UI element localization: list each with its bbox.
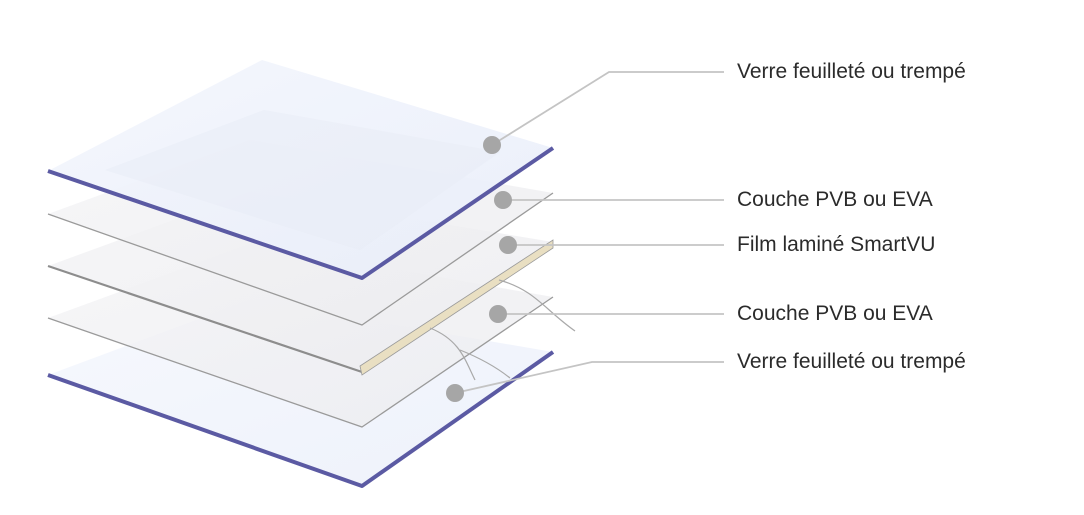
glass-top-sheet xyxy=(47,60,555,280)
label-pvb-bottom: Couche PVB ou EVA xyxy=(737,302,933,325)
film-connector-wires xyxy=(429,279,576,381)
marker-pvb-bottom xyxy=(489,305,507,323)
marker-glass-bottom xyxy=(446,384,464,402)
label-glass-bottom: Verre feuilleté ou trempé xyxy=(737,350,966,373)
label-glass-top: Verre feuilleté ou trempé xyxy=(737,60,966,83)
layer-markers xyxy=(446,136,517,402)
leader-line-glass-bottom xyxy=(454,361,724,394)
leader-line-glass-top xyxy=(491,71,724,146)
label-pvb-top: Couche PVB ou EVA xyxy=(737,188,933,211)
marker-glass-top xyxy=(483,136,501,154)
marker-pvb-top xyxy=(494,191,512,209)
label-smartvu-film: Film laminé SmartVU xyxy=(737,233,936,256)
leader-lines xyxy=(454,71,724,394)
marker-smartvu-film xyxy=(499,236,517,254)
